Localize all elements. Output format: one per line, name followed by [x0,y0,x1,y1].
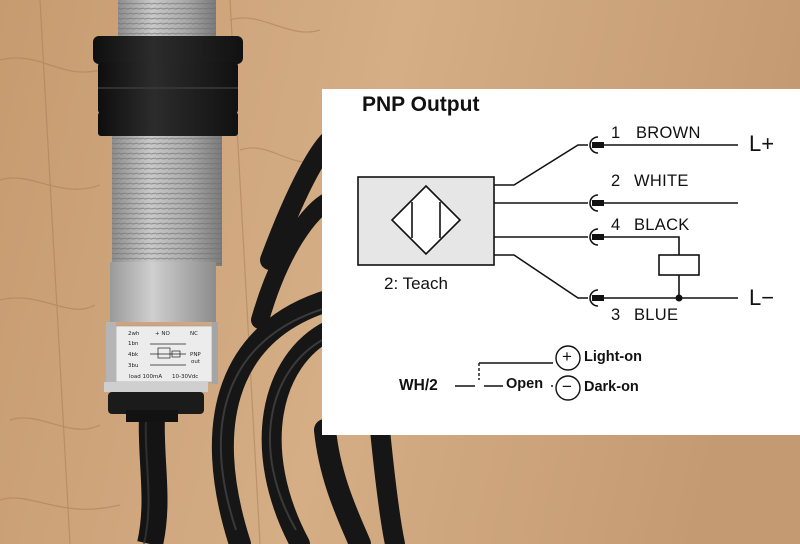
sticker-line-brown: 1bn [128,341,139,347]
sticker-load: load 100mA [129,374,163,380]
connector-1-icon [589,136,599,154]
junction-dot [675,294,683,302]
proximity-sensor [93,0,243,422]
sticker-pnp: PNP [190,352,201,358]
sticker-out: out [191,359,201,365]
wire-brown [494,144,588,186]
load-resistor [658,254,700,276]
cable-highlights [219,307,327,531]
connector-3-icon [589,289,599,307]
connector-4-icon [589,228,599,246]
sticker-nc: NC [190,331,198,337]
sticker-voltage: 10-30Vdc [172,374,199,380]
sticker-line-black: 4bk [128,352,139,358]
sticker-line-blue: 3bu [128,363,139,369]
light-on-icon [555,345,581,371]
dark-on-icon [555,375,581,401]
sticker-schematic [150,343,186,366]
sticker-line-white: 2wh [128,331,140,337]
sticker-no: + NO [155,331,170,337]
sensor-cable [137,414,168,544]
wire-blue [494,254,588,299]
connector-2-icon [589,194,599,212]
sensor-diamond-icon [390,184,462,256]
